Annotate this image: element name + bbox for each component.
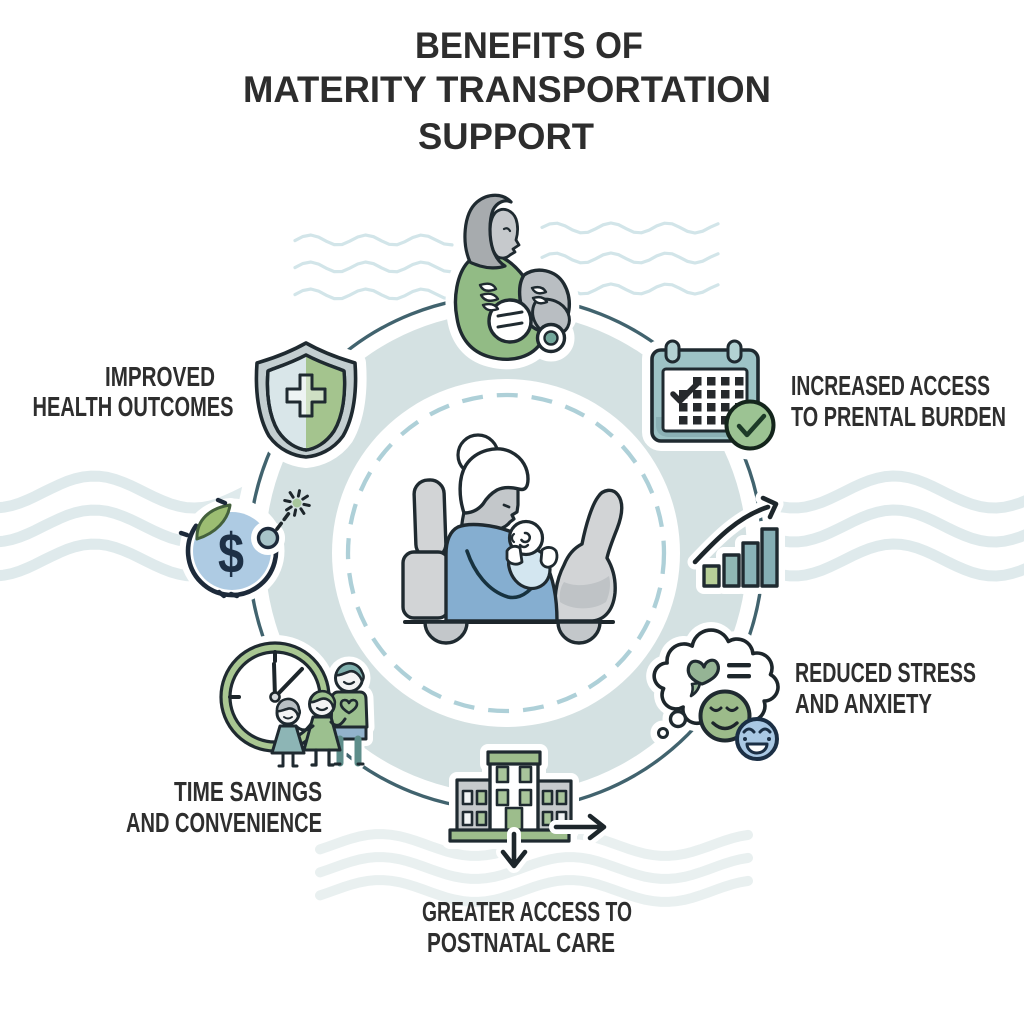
svg-text:BENEFITS OF: BENEFITS OF [415, 24, 643, 66]
svg-text:AND CONVENIENCE: AND CONVENIENCE [126, 807, 322, 838]
svg-text:HEALTH OUTCOMES: HEALTH OUTCOMES [33, 391, 234, 422]
svg-text:REDUCED STRESS: REDUCED STRESS [795, 657, 976, 688]
svg-text:SUPPORT: SUPPORT [418, 115, 594, 157]
svg-text:IMPROVED: IMPROVED [105, 361, 215, 392]
svg-text:GREATER ACCESS TO: GREATER ACCESS TO [422, 896, 632, 927]
svg-text:TIME SAVINGS: TIME SAVINGS [174, 776, 322, 807]
svg-text:MATERITY TRANSPORTATION: MATERITY TRANSPORTATION [243, 68, 771, 110]
svg-text:$: $ [218, 522, 244, 586]
svg-text:TO PRENTAL BURDEN: TO PRENTAL BURDEN [791, 401, 1006, 432]
svg-text:AND ANXIETY: AND ANXIETY [795, 688, 932, 719]
svg-text:POSTNATAL CARE: POSTNATAL CARE [427, 927, 615, 958]
svg-text:INCREASED ACCESS: INCREASED ACCESS [791, 370, 990, 401]
